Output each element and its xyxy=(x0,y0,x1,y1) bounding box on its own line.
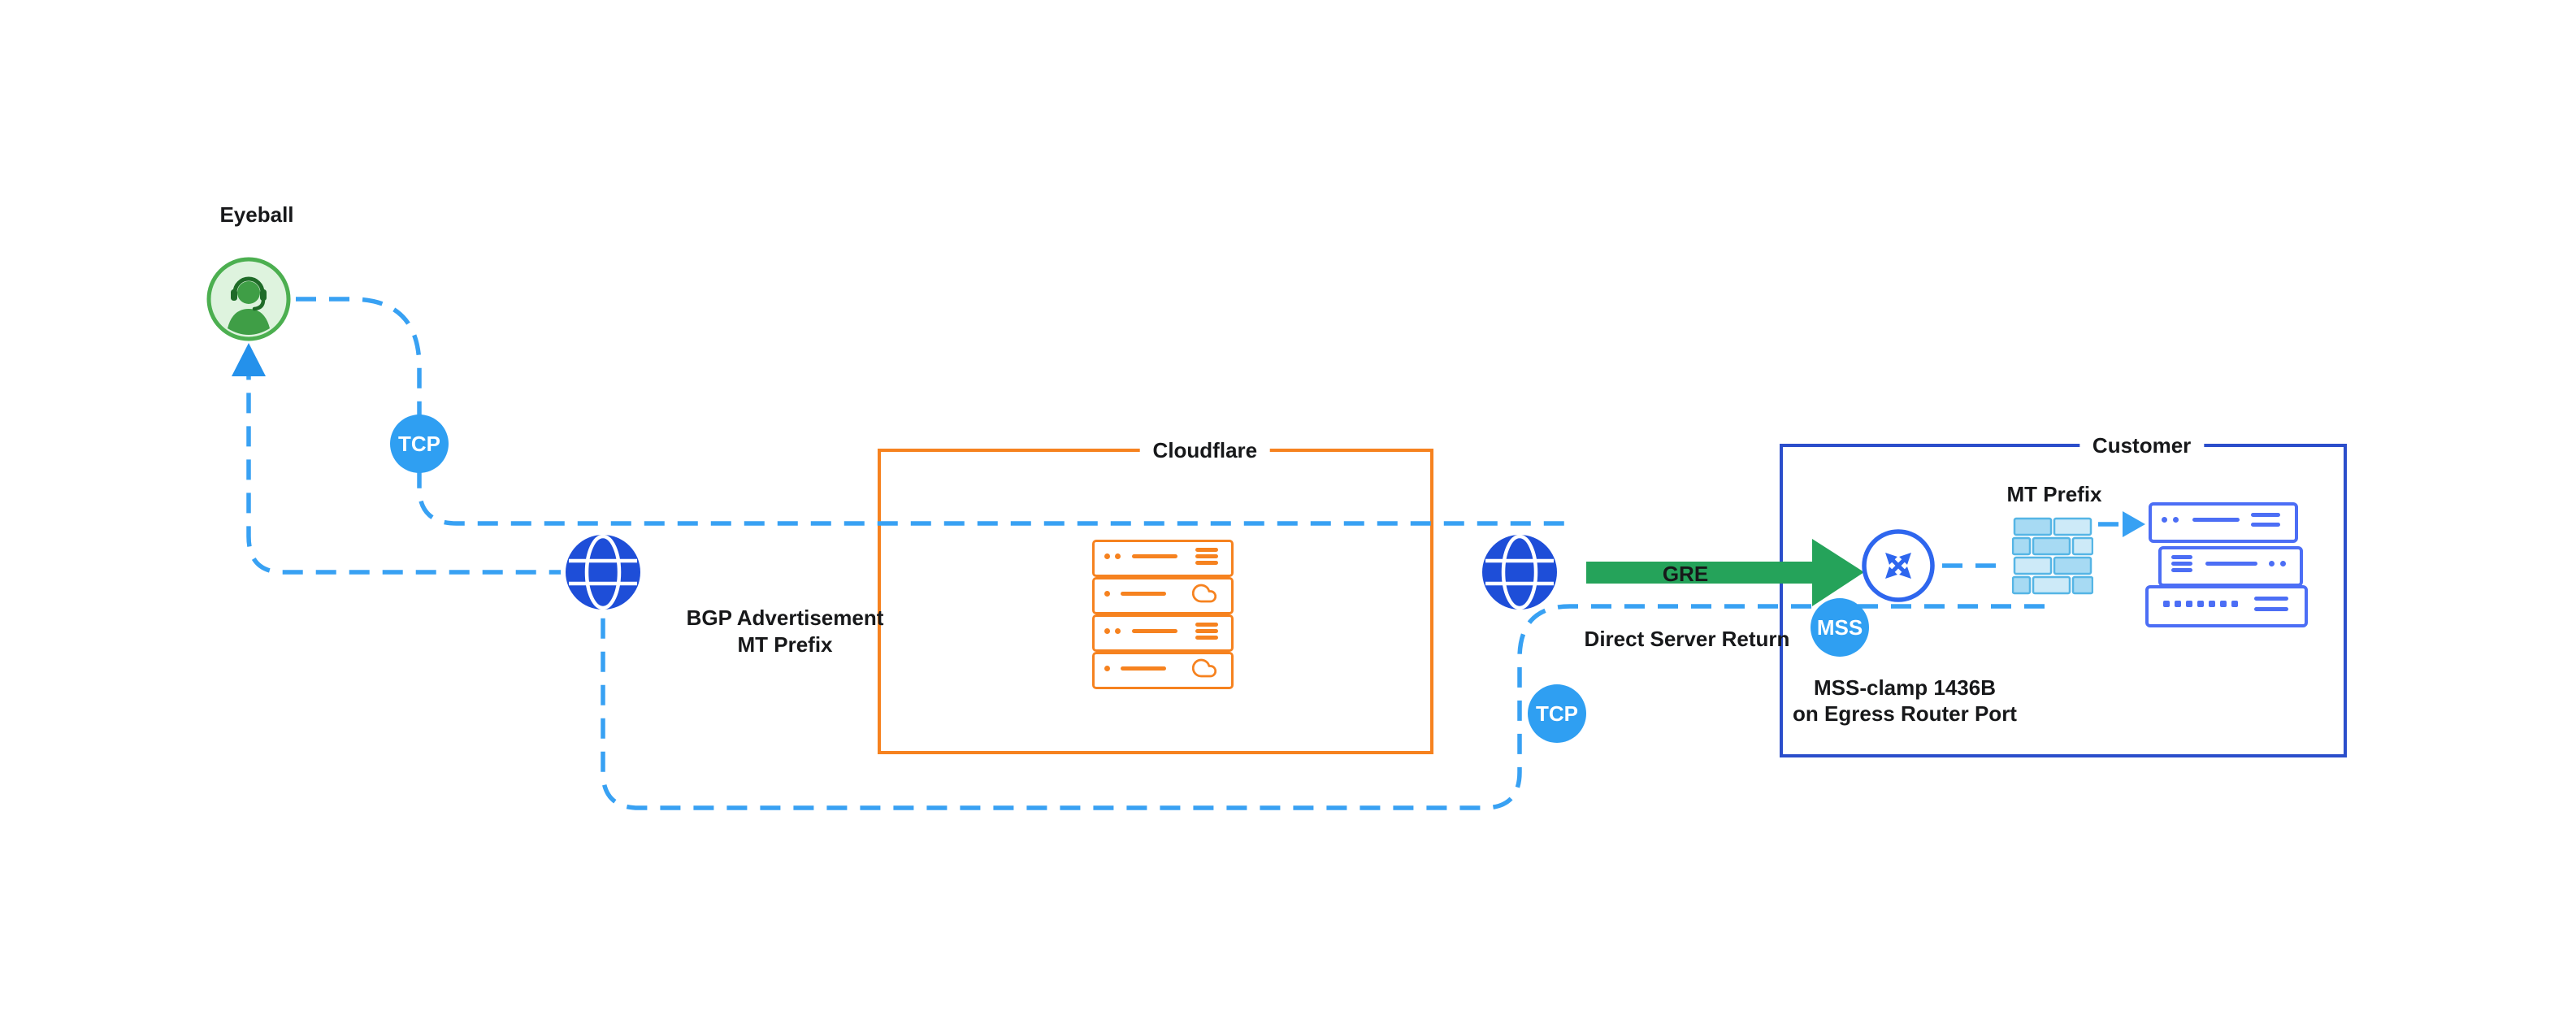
customer-server-icon xyxy=(2158,546,2303,587)
customer-server-icon xyxy=(2145,585,2308,627)
mss-clamp-line2: on Egress Router Port xyxy=(1793,701,2017,726)
bgp-advertisement-label: BGP Advertisement MT Prefix xyxy=(687,605,884,658)
headset-person-icon xyxy=(205,255,293,343)
cloudflare-box-label: Cloudflare xyxy=(1139,437,1271,463)
customer-server-icon xyxy=(2149,502,2298,543)
eyeball-label: Eyeball xyxy=(219,202,294,227)
cloudflare-server-icon xyxy=(1092,540,1234,577)
cloud-icon xyxy=(1192,584,1216,603)
tcp-badge-ingress: TCP xyxy=(390,415,449,473)
globe-icon-left xyxy=(559,528,647,616)
cloudflare-server-icon xyxy=(1092,652,1234,689)
cloudflare-server-icon xyxy=(1092,577,1234,614)
tcp-badge-return: TCP xyxy=(1528,684,1586,743)
mss-clamp-line1: MSS-clamp 1436B xyxy=(1814,675,1996,700)
eyeball-return-arrowhead xyxy=(232,343,266,376)
globe-icon-right xyxy=(1476,528,1563,616)
cloud-icon xyxy=(1192,658,1216,678)
direct-server-return-label: Direct Server Return xyxy=(1584,627,1790,651)
gre-label: GRE xyxy=(1662,562,1709,586)
cloudflare-server-icon xyxy=(1092,614,1234,652)
firewall-bricks-icon xyxy=(2012,517,2093,598)
mss-clamp-label: MSS-clamp 1436B on Egress Router Port xyxy=(1793,675,2017,727)
customer-box-label: Customer xyxy=(2079,432,2205,458)
router-crossed-arrows-icon xyxy=(1859,527,1937,605)
customer-mt-prefix-label: MT Prefix xyxy=(2006,482,2102,506)
bgp-advertisement-line2: MT Prefix xyxy=(737,632,833,657)
mss-badge: MSS xyxy=(1811,598,1869,657)
bgp-advertisement-line1: BGP Advertisement xyxy=(686,605,884,630)
